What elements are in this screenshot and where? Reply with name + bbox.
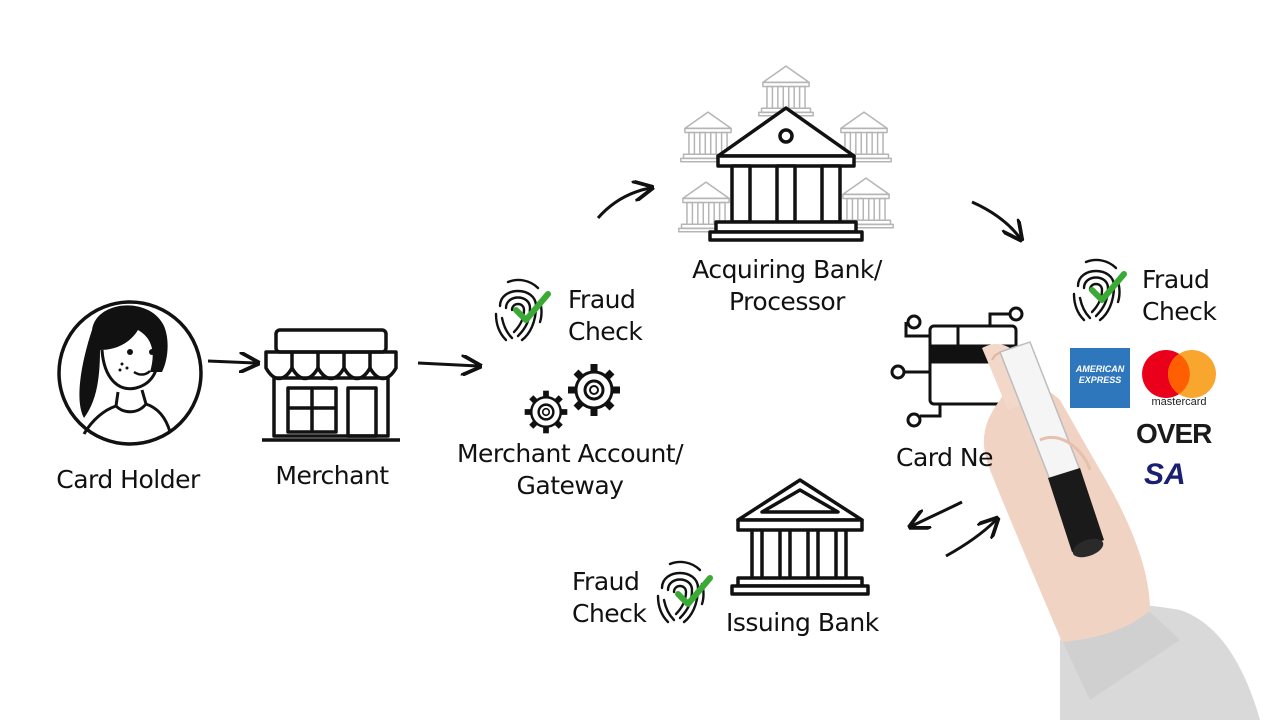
fraud-check-line1: Fraud: [572, 567, 640, 596]
arrow-acquirer-to-network: [971, 200, 1020, 238]
fraud-check-line1: Fraud: [568, 285, 636, 314]
amex-logo-text: AMERICAN EXPRESS: [1072, 364, 1128, 386]
card-network-label: Card Ne: [896, 443, 994, 472]
gateway-label-line1: Merchant Account/: [456, 439, 684, 468]
fraud-check-line2: Check: [572, 599, 647, 628]
fraud-check-line2: Check: [1142, 297, 1217, 326]
issuing-bank-icon: [730, 478, 870, 596]
card-holder-label: Card Holder: [56, 465, 200, 494]
arrow-network-to-issuer: [912, 500, 963, 526]
acquirer-label-line2: Processor: [729, 287, 845, 316]
gear-icon: [525, 391, 568, 434]
mastercard-logo: [1142, 350, 1216, 398]
hand-with-marker-image: [982, 341, 1260, 720]
acquirer-label: Acquiring Bank/ Processor: [682, 254, 892, 318]
arrow-gateway-to-acquirer: [596, 188, 650, 219]
check-icon: [678, 578, 710, 604]
discover-logo-text: OVER: [1136, 418, 1212, 449]
arrow-holder-to-merchant: [207, 361, 256, 363]
card-holder-avatar-icon: [57, 300, 203, 446]
fraud-check-label-gateway: Fraud Check: [568, 284, 643, 348]
issuing-bank-label: Issuing Bank: [726, 608, 879, 637]
fraud-check-label-network: Fraud Check: [1142, 264, 1217, 328]
merchant-store-icon: [262, 328, 400, 442]
gateway-label: Merchant Account/ Gateway: [452, 438, 688, 502]
mastercard-logo-text: mastercard: [1151, 396, 1207, 408]
fraud-check-line2: Check: [568, 317, 643, 346]
amex-logo: [1070, 348, 1130, 408]
gear-icon: [568, 364, 620, 416]
acquirer-label-line1: Acquiring Bank/: [692, 255, 882, 284]
fraud-check-line1: Fraud: [1142, 265, 1210, 294]
merchant-label: Merchant: [275, 461, 389, 490]
arrow-issuer-to-network: [945, 520, 996, 558]
visa-logo-text: SA: [1144, 458, 1186, 491]
arrow-merchant-to-gateway: [417, 363, 478, 366]
amex-line2: EXPRESS: [1078, 375, 1122, 385]
acquiring-bank-icon: [708, 106, 864, 242]
amex-line1: AMERICAN: [1075, 364, 1125, 374]
fraud-check-label-issuer: Fraud Check: [572, 566, 647, 630]
gateway-label-line2: Gateway: [516, 471, 624, 500]
